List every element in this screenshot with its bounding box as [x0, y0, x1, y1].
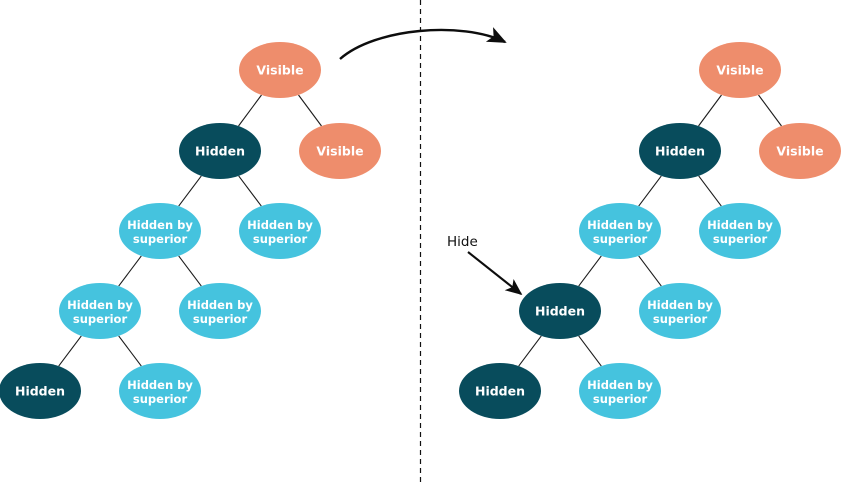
tree-node-hidden[interactable]: Hidden: [519, 283, 601, 339]
node-label-line: Hidden by: [707, 218, 773, 232]
tree-edge: [698, 94, 722, 127]
tree-node-hidden[interactable]: Hidden: [639, 123, 721, 179]
node-label-line: superior: [253, 232, 308, 246]
tree-node-visible[interactable]: Visible: [699, 42, 781, 98]
node-label: Visible: [716, 63, 763, 78]
tree-node-hidden[interactable]: Hidden: [0, 363, 81, 419]
node-label-line: Hidden by: [127, 378, 193, 392]
node-ellipse[interactable]: [459, 363, 541, 419]
node-label-line: superior: [593, 232, 648, 246]
tree-node-visible[interactable]: Visible: [239, 42, 321, 98]
node-label-line: Hidden by: [127, 218, 193, 232]
hide-annotation: Hide: [447, 234, 523, 296]
node-label-line: Hidden by: [587, 218, 653, 232]
tree-edge: [178, 255, 202, 287]
node-label: Visible: [316, 144, 363, 159]
node-label-line: Hidden by: [587, 378, 653, 392]
tree-edge: [578, 335, 602, 367]
tree-edge: [578, 255, 602, 287]
node-label-line: Hidden by: [187, 298, 253, 312]
node-label: Visible: [776, 144, 823, 159]
before-tree-edges: [58, 94, 322, 367]
tree-node-hidden[interactable]: Hidden: [459, 363, 541, 419]
hide-arrow: [467, 251, 523, 296]
node-label-line: superior: [713, 232, 768, 246]
tree-node-visible[interactable]: Visible: [759, 123, 841, 179]
after-tree-edges: [518, 94, 782, 367]
tree-edge: [238, 94, 262, 127]
node-ellipse[interactable]: [0, 363, 81, 419]
node-label: Hidden: [655, 144, 705, 159]
node-ellipse[interactable]: [179, 123, 261, 179]
node-ellipse[interactable]: [639, 283, 721, 339]
node-label-line: Hidden by: [647, 298, 713, 312]
node-label: Hidden: [15, 384, 65, 399]
tree-node-visible[interactable]: Visible: [299, 123, 381, 179]
tree-edge: [518, 335, 542, 367]
node-ellipse[interactable]: [179, 283, 261, 339]
node-ellipse[interactable]: [519, 283, 601, 339]
node-label: Visible: [256, 63, 303, 78]
node-ellipse[interactable]: [239, 42, 321, 98]
node-label: Hidden: [535, 304, 585, 319]
node-ellipse[interactable]: [699, 203, 781, 259]
tree-edge: [118, 335, 142, 367]
node-label: Hidden: [475, 384, 525, 399]
node-ellipse[interactable]: [639, 123, 721, 179]
tree-edge: [698, 175, 722, 207]
node-label-line: superior: [133, 392, 188, 406]
tree-edge: [638, 255, 662, 287]
node-ellipse[interactable]: [119, 203, 201, 259]
node-ellipse[interactable]: [59, 283, 141, 339]
node-label-line: Hidden by: [247, 218, 313, 232]
node-ellipse[interactable]: [699, 42, 781, 98]
transition-curved-arrow: [339, 27, 507, 60]
tree-edge: [298, 94, 322, 127]
tree-node-hidden[interactable]: Hidden: [179, 123, 261, 179]
hide-label: Hide: [447, 234, 478, 250]
node-label: Hidden: [195, 144, 245, 159]
node-label-line: Hidden by: [67, 298, 133, 312]
tree-edge: [238, 175, 262, 207]
tree-edge: [178, 175, 202, 207]
node-label-line: superior: [73, 312, 128, 326]
tree-edge: [118, 255, 142, 287]
node-ellipse[interactable]: [759, 123, 841, 179]
node-label-line: superior: [193, 312, 248, 326]
node-label-line: superior: [133, 232, 188, 246]
node-label-line: superior: [653, 312, 708, 326]
node-ellipse[interactable]: [119, 363, 201, 419]
tree-edge: [58, 335, 82, 367]
node-label-line: superior: [593, 392, 648, 406]
node-ellipse[interactable]: [299, 123, 381, 179]
tree-edge: [758, 94, 782, 127]
node-ellipse[interactable]: [579, 363, 661, 419]
node-ellipse[interactable]: [579, 203, 661, 259]
node-ellipse[interactable]: [239, 203, 321, 259]
tree-edge: [638, 175, 662, 207]
